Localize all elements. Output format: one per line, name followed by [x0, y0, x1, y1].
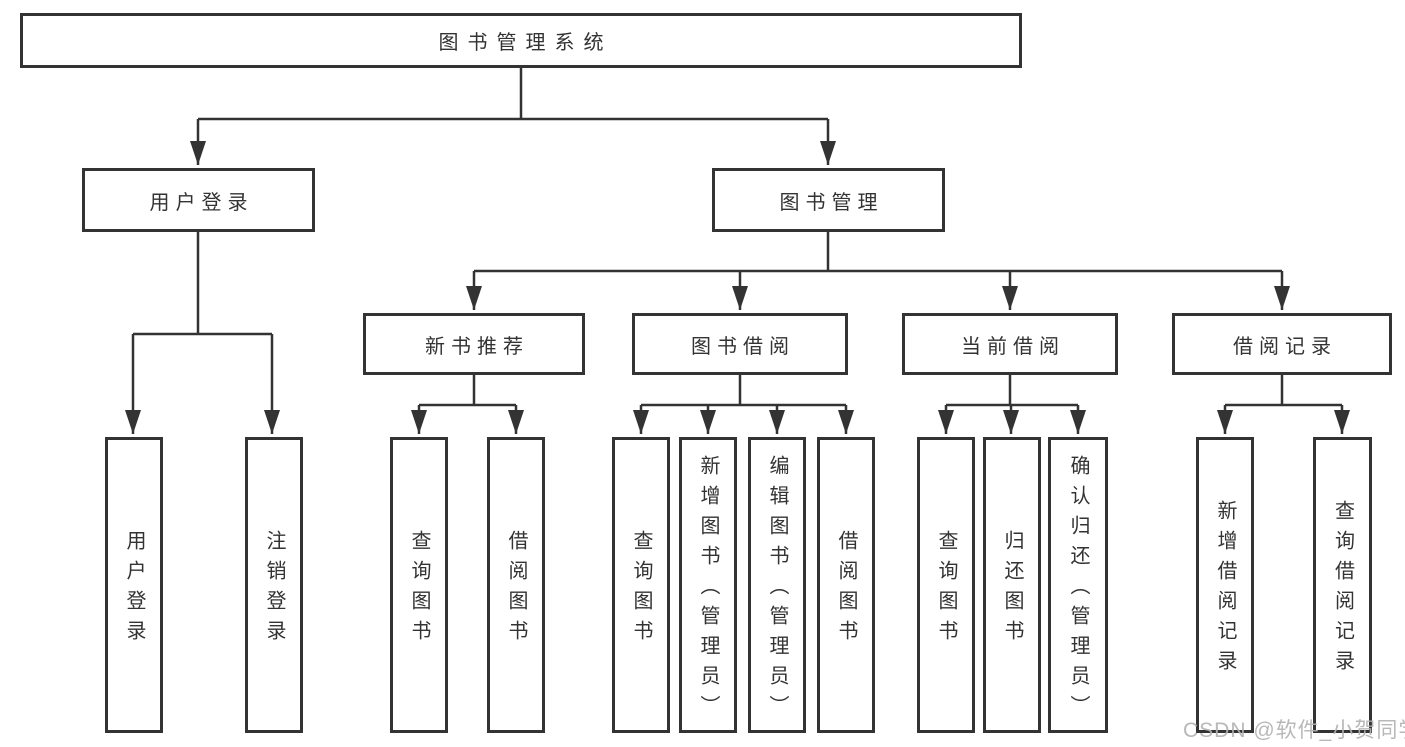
node-label: 注销登录	[263, 530, 285, 650]
node-label: 查询借阅记录	[1331, 500, 1354, 680]
node-library-system: 图书管理系统	[20, 13, 1022, 68]
node-book-management: 图书管理	[712, 168, 945, 232]
node-current-borrowing: 当前借阅	[902, 313, 1118, 375]
node-book-borrowing: 图书借阅	[632, 313, 848, 375]
node-label: 借阅记录	[1233, 335, 1337, 358]
node-label: 图书借阅	[691, 335, 795, 358]
node-label: 图书管理系统	[438, 32, 613, 54]
node-borrowing-records: 借阅记录	[1172, 313, 1392, 375]
node-leaf-br-add-record: 新增借阅记录	[1196, 437, 1254, 733]
node-label: 查询图书	[630, 530, 652, 650]
node-label: 借阅图书	[835, 530, 857, 650]
node-leaf-nb-query-books: 查询图书	[390, 437, 448, 733]
watermark: CSDN @软件_小贺同学	[1183, 719, 1405, 742]
node-label: 图书管理	[779, 191, 884, 214]
node-leaf-logout-login: 注销登录	[245, 437, 303, 733]
node-label: 用户登录	[149, 191, 254, 214]
node-leaf-nb-borrow-books: 借阅图书	[487, 437, 545, 733]
node-leaf-bb-edit-books-admin: 编辑图书（管理员）	[748, 437, 806, 733]
node-label: 新书推荐	[425, 335, 529, 358]
node-label: 编辑图书（管理员）	[766, 455, 788, 725]
node-user-login: 用户登录	[82, 168, 315, 232]
connector-group	[125, 68, 1350, 434]
node-leaf-cb-query-books: 查询图书	[917, 437, 975, 733]
node-leaf-bb-borrow-books: 借阅图书	[817, 437, 875, 733]
node-new-book-recommend: 新书推荐	[363, 313, 585, 375]
node-leaf-cb-return-books: 归还图书	[983, 437, 1041, 733]
node-leaf-bb-add-books-admin: 新增图书（管理员）	[679, 437, 737, 733]
node-label: 当前借阅	[961, 335, 1065, 358]
node-label: 新增借阅记录	[1214, 500, 1236, 680]
node-label: 用户登录	[123, 530, 145, 650]
node-label: 查询图书	[935, 530, 957, 650]
node-label: 归还图书	[1001, 530, 1023, 650]
node-leaf-br-query-record: 查询借阅记录	[1313, 437, 1372, 733]
node-label: 确认归还（管理员）	[1067, 455, 1089, 725]
node-leaf-user-login: 用户登录	[105, 437, 163, 733]
node-leaf-bb-query-books: 查询图书	[612, 437, 670, 733]
node-leaf-cb-confirm-return-admin: 确认归还（管理员）	[1048, 437, 1108, 733]
node-label: 新增图书（管理员）	[697, 455, 719, 725]
node-label: 借阅图书	[505, 530, 527, 650]
node-label: 查询图书	[408, 530, 430, 650]
